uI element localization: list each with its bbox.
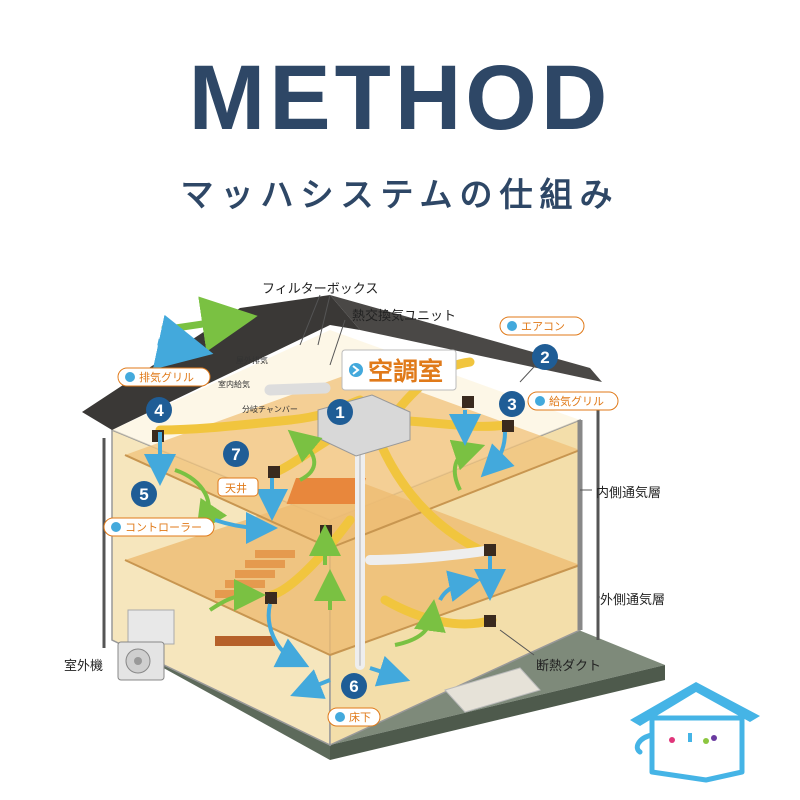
svg-text:5: 5 xyxy=(139,485,148,504)
svg-text:1: 1 xyxy=(335,403,344,422)
tag-exhaust-grille: 排気グリル xyxy=(117,367,211,387)
badge-1: 1 xyxy=(327,399,353,425)
page-subtitle: マッハシステムの仕組み xyxy=(180,175,620,214)
ac-room-text: 空調室 xyxy=(368,357,443,386)
svg-text:7: 7 xyxy=(231,445,240,464)
tag-supply-grille: 給気グリル xyxy=(527,391,619,411)
tag-controller-text: コントローラー xyxy=(125,521,202,534)
airflow-green-arrows xyxy=(161,296,486,647)
badge-2: 2 xyxy=(532,344,558,370)
house-ventilation-diagram: フィルターボックス 熱交換気ユニット 屋外排気 室内給気 分岐チャンバー 内側通… xyxy=(64,282,760,783)
tag-aircon-text: エアコン xyxy=(521,320,565,333)
label-outdoor-unit: 室外機 xyxy=(64,658,103,674)
badge-6: 6 xyxy=(341,673,367,699)
entrance-steps xyxy=(444,667,541,713)
tag-ceiling: 天井 xyxy=(217,477,259,497)
label-outer-air-layer: 外側通気層 xyxy=(600,592,665,608)
badge-3: 3 xyxy=(499,391,525,417)
tag-ceiling-text: 天井 xyxy=(225,481,247,495)
bed xyxy=(286,478,367,504)
tag-exhaust-grille-text: 排気グリル xyxy=(139,370,194,384)
mascot-house-logo-icon xyxy=(630,682,760,783)
dining-table xyxy=(215,636,275,646)
label-branch-chamber: 分岐チャンバー xyxy=(242,404,298,414)
label-inner-air-layer: 内側通気層 xyxy=(596,485,661,501)
label-indoor-supply: 室内給気 xyxy=(218,379,250,389)
page-title: METHOD xyxy=(188,47,612,149)
tag-aircon: エアコン xyxy=(499,316,585,336)
badge-7: 7 xyxy=(223,441,249,467)
label-heat-exchange-unit: 熱交換気ユニット xyxy=(352,308,456,324)
kitchen-counter xyxy=(127,609,175,645)
svg-text:6: 6 xyxy=(349,677,358,696)
svg-text:3: 3 xyxy=(507,395,516,414)
ac-room-label: 空調室 xyxy=(341,349,457,391)
tag-controller: コントローラー xyxy=(103,517,215,537)
airflow-blue-arrows xyxy=(144,314,515,699)
svg-text:2: 2 xyxy=(540,348,549,367)
tag-supply-grille-text: 給気グリル xyxy=(549,394,604,408)
roof xyxy=(82,295,360,430)
badge-5: 5 xyxy=(131,481,157,507)
ground-slab-side xyxy=(330,665,665,760)
svg-text:4: 4 xyxy=(154,401,164,420)
label-outdoor-exhaust: 屋外排気 xyxy=(236,355,268,365)
tag-underfloor: 床下 xyxy=(327,707,381,727)
label-filter-box: フィルターボックス xyxy=(262,282,378,297)
label-insulated-duct: 断熱ダクト xyxy=(536,659,601,674)
badge-4: 4 xyxy=(146,397,172,423)
tag-underfloor-text: 床下 xyxy=(349,710,371,724)
outdoor-unit xyxy=(117,641,165,681)
